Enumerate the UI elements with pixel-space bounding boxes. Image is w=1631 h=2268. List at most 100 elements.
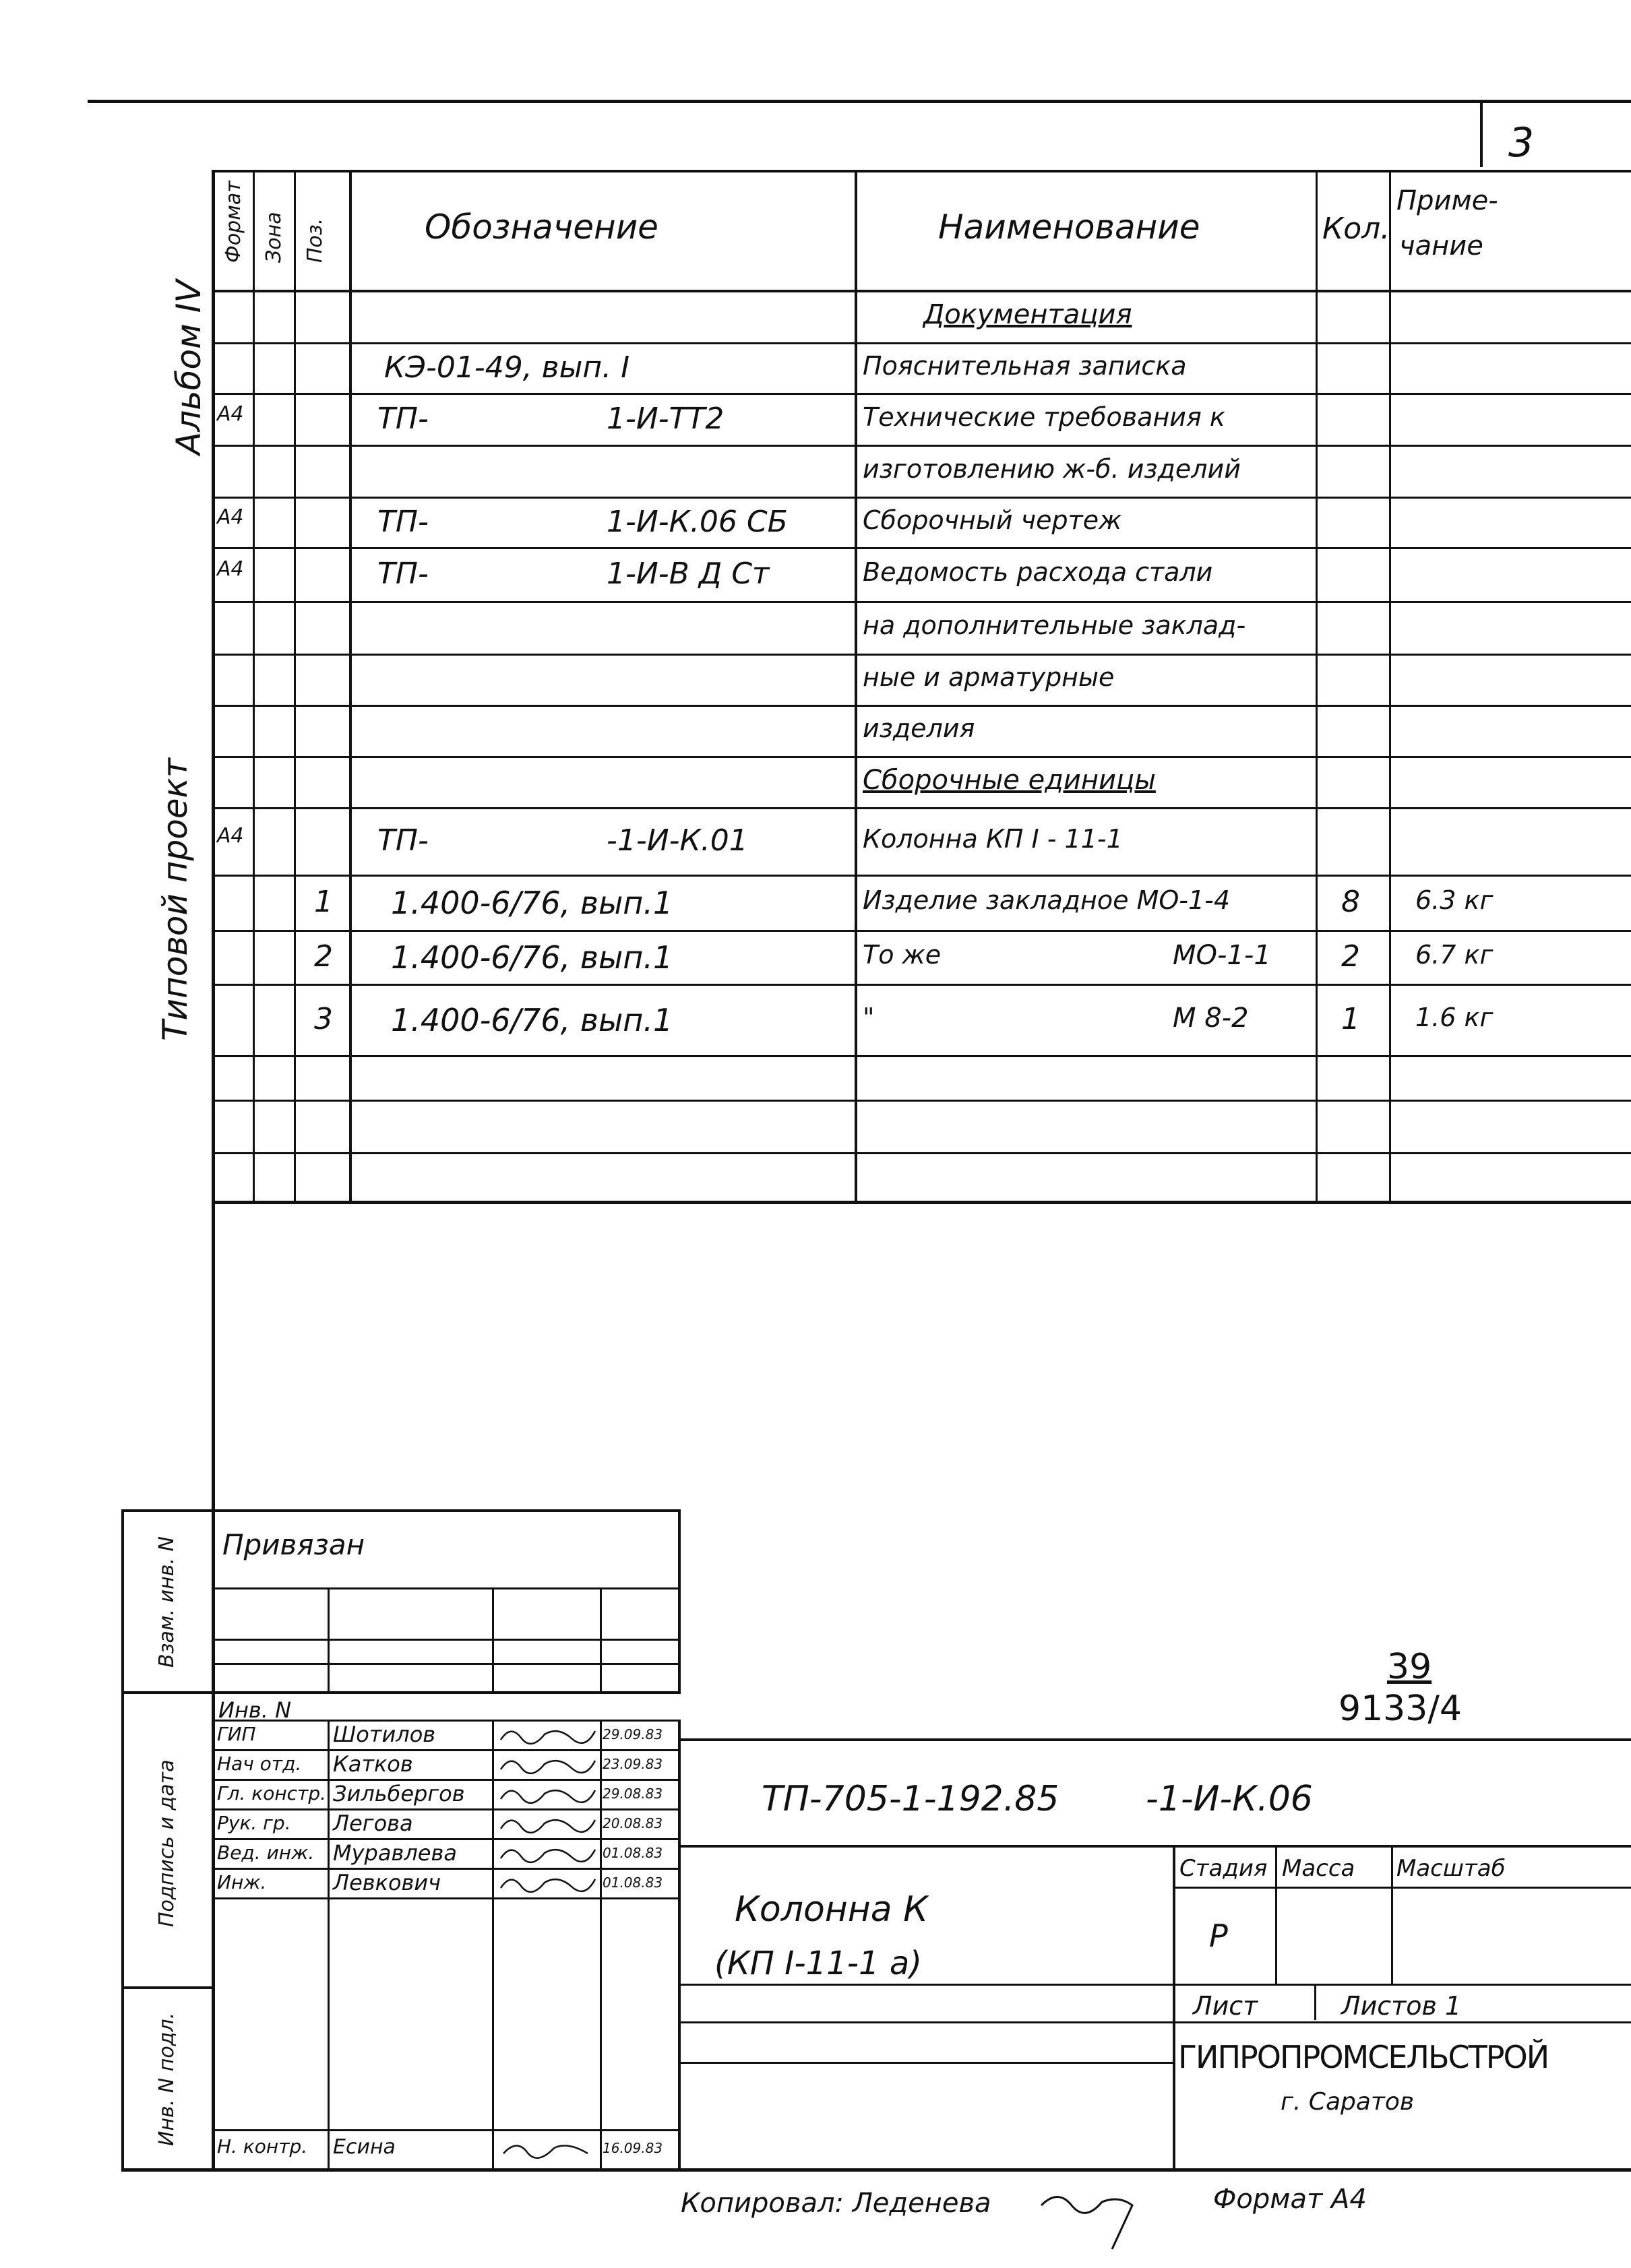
sign-col2 [492,1720,494,2170]
masshtab-label: Масштаб [1396,1855,1506,1882]
row-qty: 2 [1341,939,1360,974]
row-name: Документация [923,299,1132,330]
massa-label: Масса [1282,1855,1355,1882]
inv-n-label: Инв. N [218,1697,291,1723]
table-row-rule [212,930,1631,932]
stamp-strip-mid2 [121,1986,213,1989]
row-designation: ТП- [377,823,429,858]
row-name-mark: М 8-2 [1173,1003,1249,1034]
header-qty: Кол. [1322,212,1390,246]
row-designation: 1.400-6/76, вып.1 [391,885,673,921]
row-name: Изделие закладное МО-1-4 [863,885,1231,915]
side-stamp-vzam: Взам. инв. N [155,1536,179,1668]
priv-col1 [328,1587,330,1693]
row-designation: ТП- [377,504,429,539]
priv-line1 [212,1587,681,1589]
signer-name: Легова [333,1810,413,1836]
handwritten-signature [499,1789,596,1804]
table-row-rule [212,601,1631,603]
org-city: г. Саратов [1281,2088,1415,2116]
doc-code: ТП-705-1-192.85 [762,1779,1059,1819]
row-name: Технические требования к [863,402,1225,432]
handwritten-signature [499,1878,596,1893]
sheet-number-divider [1480,100,1483,167]
header-note-1: Приме- [1396,185,1498,216]
row-name: Сборочный чертеж [863,505,1122,535]
table-row-rule [212,445,1631,447]
sheet-code: 39 [1387,1647,1432,1687]
row-designation: ТП- [377,557,429,591]
table-row-rule [212,654,1631,656]
row-format: А4 [217,402,244,426]
signer-rule [212,1720,681,1722]
header-designation: Обозначение [425,208,658,247]
block-row-a [678,2062,1174,2064]
signer-role: Рук. гр. [217,1812,291,1834]
signer-date: 29.08.83 [603,1786,663,1802]
signer-name: Шотилов [333,1722,436,1747]
header-pos: Поз. [303,218,327,263]
table-row-rule [212,705,1631,707]
list-rule-bottom [678,2021,1631,2023]
row-name: ные и арматурные [863,662,1115,692]
table-row-rule [212,393,1631,395]
list-label: Лист [1193,1991,1258,2021]
row-name: изготовлению ж-б. изделий [863,453,1241,484]
signer-rule [212,1749,681,1751]
table-row-rule [212,1201,1631,1204]
row-name: изделия [863,714,975,743]
row-format: А4 [217,824,244,848]
col-zone-line [253,170,255,1201]
priv-line3 [212,1663,681,1665]
row-note: 6.3 кг [1415,885,1494,915]
row-name: Колонна КП I - 11-1 [863,824,1123,854]
table-row-rule [212,342,1631,344]
doc-code-2: -1-И-К.06 [1146,1779,1313,1819]
row-designation-code: 1-И-ТТ2 [607,401,725,436]
signer-role: Вед. инж. [217,1841,315,1864]
table-row-rule [212,497,1631,499]
signer-role: Нач отд. [217,1753,302,1775]
signer-rule [212,1838,681,1840]
row-designation: 1.400-6/76, вып.1 [391,1002,673,1038]
stadia-col3 [1391,1846,1393,1984]
handwritten-signature [503,2145,588,2159]
header-zone: Зона [262,212,286,263]
header-note-2: чание [1399,230,1483,261]
priv-right [678,1509,681,1693]
title-line-1: Колонна К [735,1889,929,1930]
stadia-col2 [1275,1846,1277,1984]
nkontr-name: Есина [333,2135,396,2159]
row-note: 6.7 кг [1415,940,1494,970]
row-designation: ТП- [377,401,429,436]
signer-rule [212,1897,681,1899]
row-name: " [863,1003,875,1032]
nkontr-top [212,2129,681,2131]
side-stamp-podp: Подпись и дата [155,1759,179,1928]
list-rule-top [678,1984,1631,1986]
signer-name: Зильбергов [333,1781,465,1806]
table-row-rule [212,807,1631,809]
header-format: Формат [222,181,245,263]
row-designation: 1.400-6/76, вып.1 [391,939,673,976]
stamp-strip-mid [121,1691,213,1694]
priv-line4 [212,1691,681,1694]
signer-rule [212,1779,681,1781]
stamp-strip-left [121,1509,124,2170]
sign-col3 [600,1720,602,2170]
table-row-rule [212,1152,1631,1154]
row-pos: 2 [314,939,333,974]
format-label: Формат А4 [1213,2184,1367,2215]
stadia-value: Р [1209,1918,1228,1954]
stadia-left [1173,1846,1175,2170]
row-format: А4 [217,557,244,581]
stadia-label: Стадия [1179,1855,1268,1882]
row-qty: 8 [1341,885,1360,919]
handwritten-signature [499,1730,596,1744]
table-row-rule [212,547,1631,549]
row-qty: 1 [1341,1002,1360,1036]
row-name: Пояснительная записка [863,350,1187,381]
row-pos: 1 [314,885,333,919]
signer-date: 01.08.83 [603,1845,663,1861]
signer-rule [212,1868,681,1870]
